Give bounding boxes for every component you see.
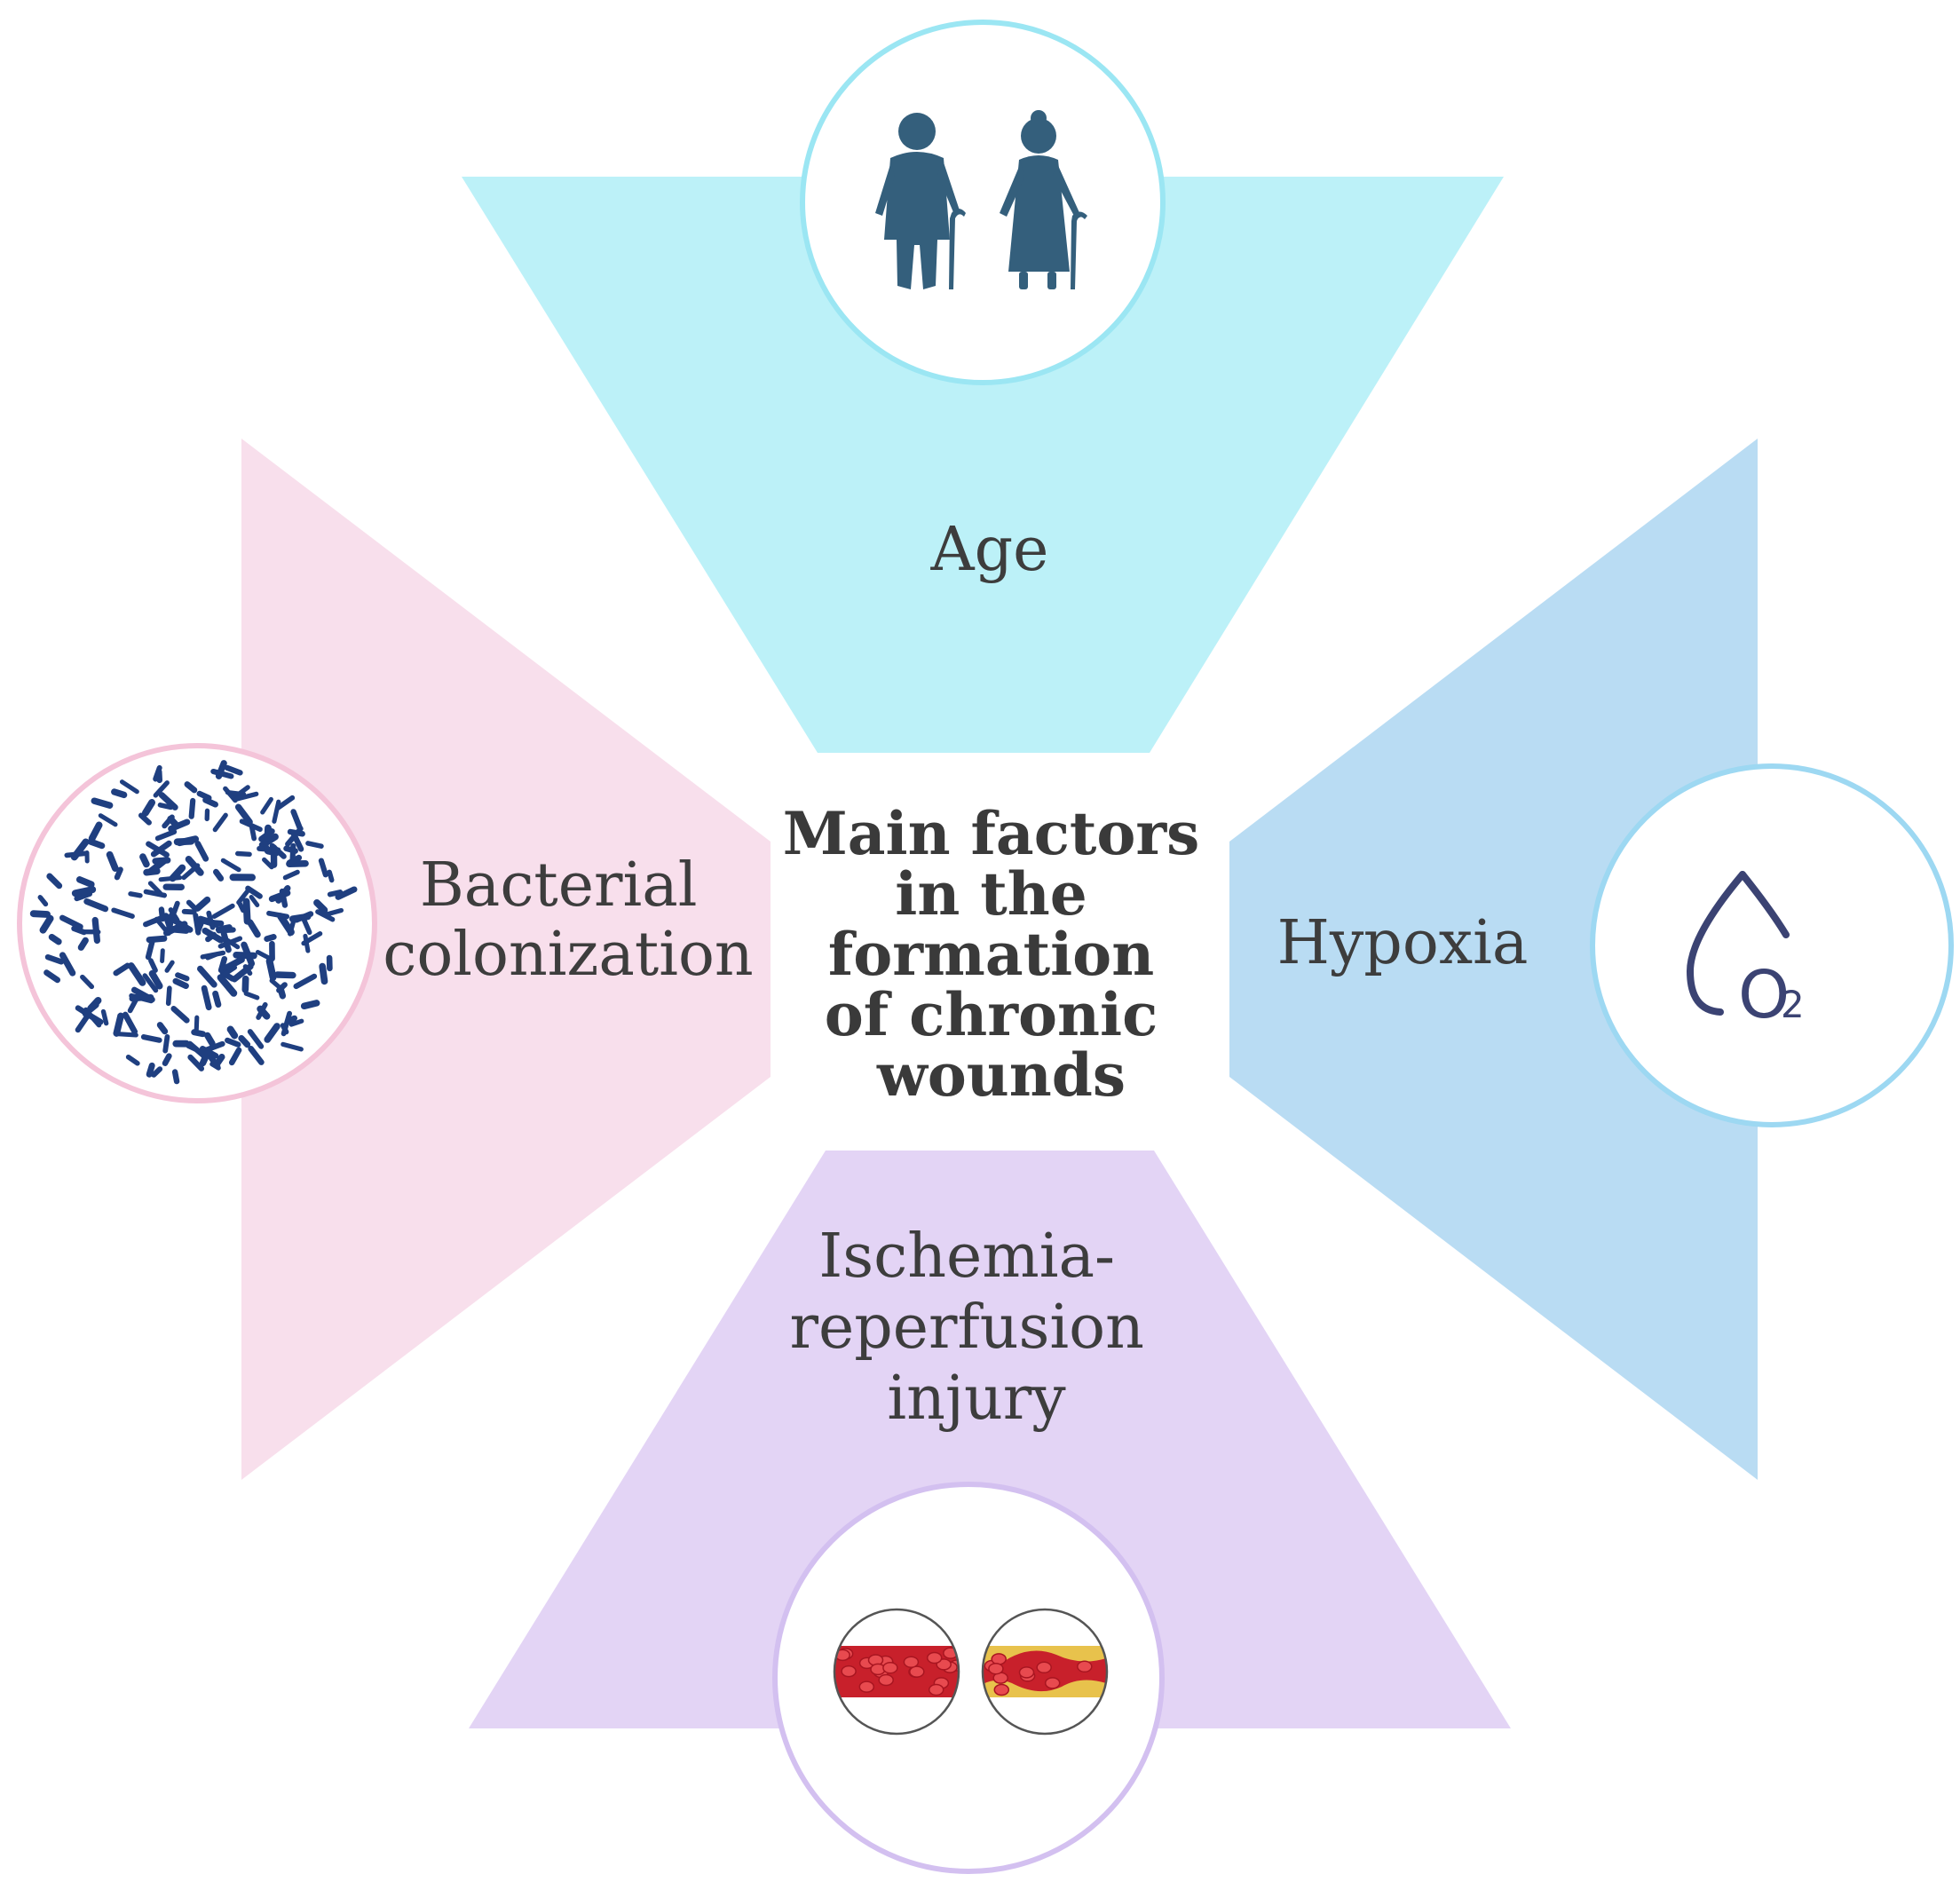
age-panel	[462, 177, 1504, 753]
elderly-couple-icon	[875, 110, 1087, 289]
ischemia-label: Ischemia- reperfusion injury	[790, 1222, 1164, 1434]
oxygen-symbol: O	[1738, 957, 1790, 1033]
healthy-vessel	[834, 1609, 959, 1734]
hypoxia-label: Hypoxia	[1277, 908, 1529, 978]
ischemia-icon-circle	[772, 1482, 1165, 1874]
oxygen-subscript: 2	[1781, 983, 1805, 1026]
oxygen-drop-icon: O 2	[1686, 871, 1805, 1033]
bacterial-label: Bacterial colonization	[383, 850, 753, 990]
center-title: Main factors in the formation of chronic…	[783, 799, 1221, 1110]
bacterial-panel	[241, 439, 771, 1480]
hypoxia-panel	[1229, 439, 1758, 1480]
blood-vessel-icon	[833, 1608, 1109, 1736]
age-icon-circle	[800, 20, 1166, 385]
ischemia-panel	[469, 1151, 1511, 1728]
blocked-vessel	[983, 1609, 1107, 1734]
hypoxia-icon-circle	[1590, 763, 1954, 1127]
bacteria-icon	[29, 760, 358, 1085]
age-label: Age	[930, 515, 1049, 585]
